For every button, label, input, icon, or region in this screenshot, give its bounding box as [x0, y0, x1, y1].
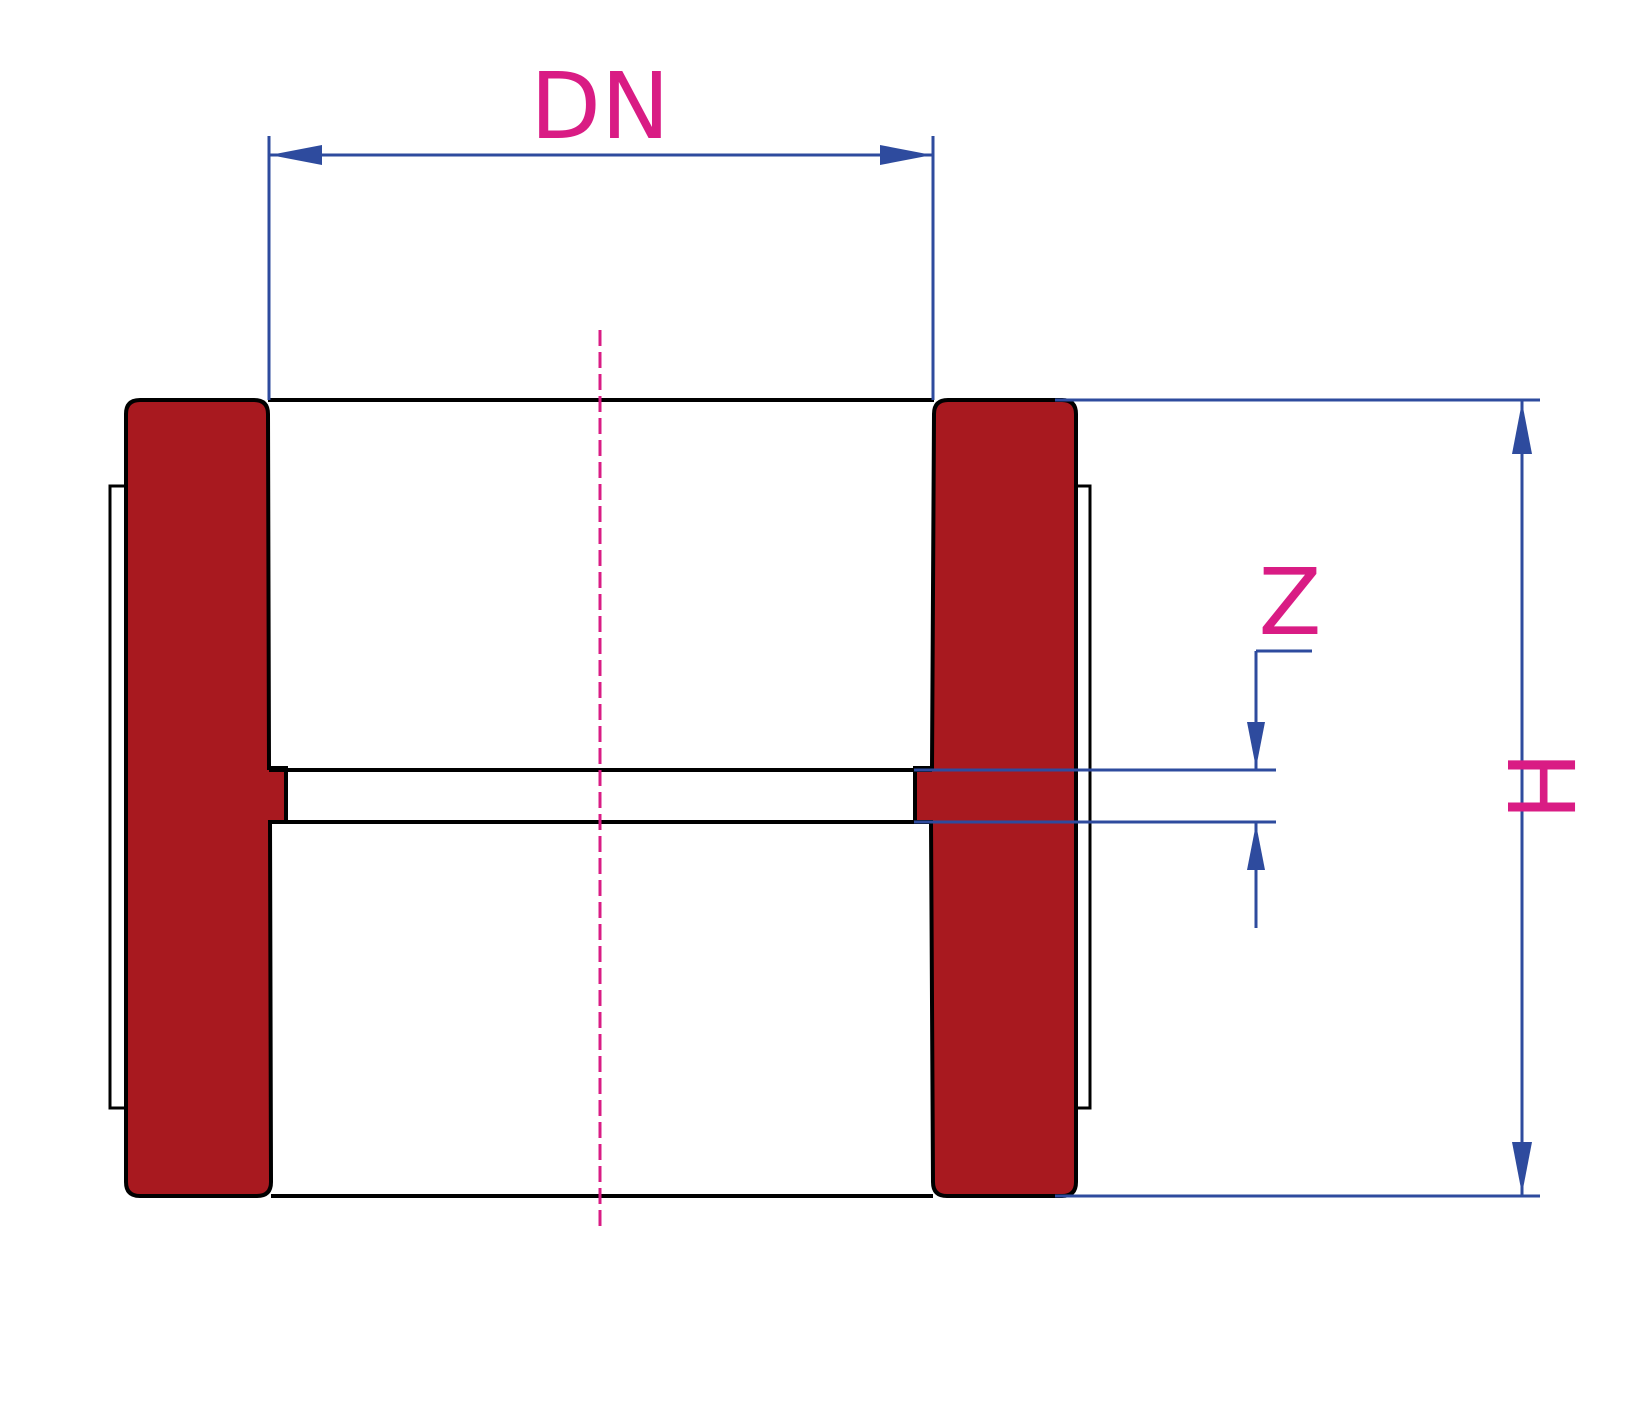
left-wall: [124, 398, 288, 1198]
dn-label: DN: [530, 53, 670, 160]
dn-arrow-left: [270, 145, 322, 165]
z-label: Z: [1258, 549, 1321, 656]
z-arrow-top: [1247, 722, 1265, 768]
h-label: H: [1486, 751, 1593, 820]
right-wall: [913, 398, 1078, 1198]
h-arrow-top: [1512, 402, 1532, 454]
h-arrow-bottom: [1512, 1142, 1532, 1194]
dn-arrow-right: [880, 145, 932, 165]
z-arrow-bottom: [1247, 824, 1265, 870]
